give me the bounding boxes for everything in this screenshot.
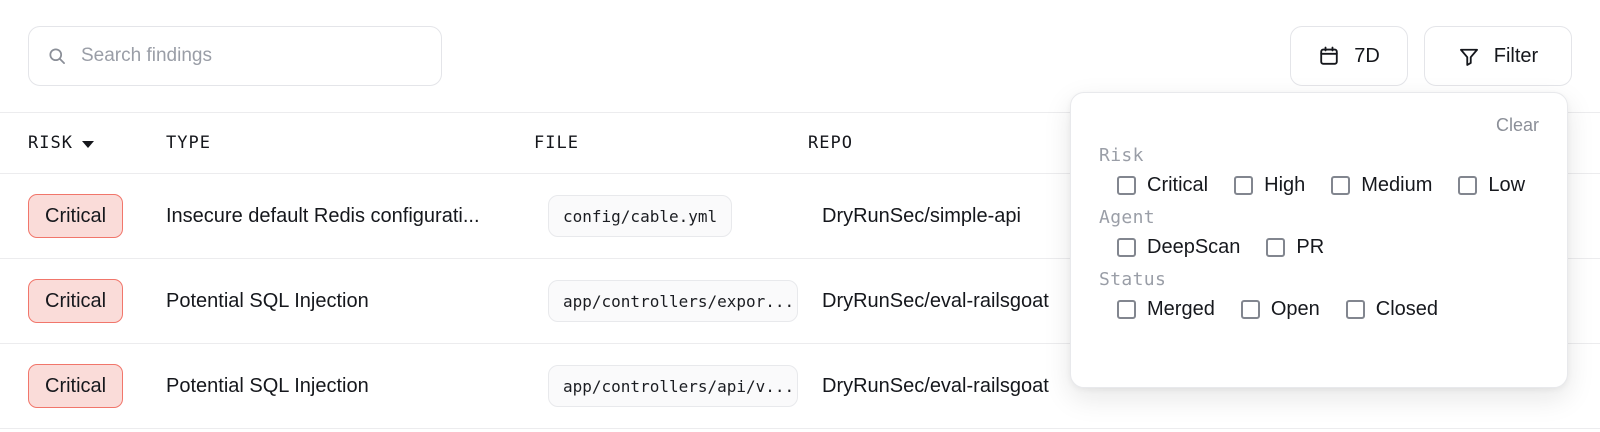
filter-group-agent: DeepScan PR [1099, 237, 1539, 257]
status-badge: Critical [28, 364, 124, 408]
filter-option-label: Medium [1361, 174, 1433, 196]
table-header-row: RISK TYPE FILE REPO [0, 112, 1600, 174]
cell-risk: Critical [28, 364, 166, 408]
toolbar-actions: 7D Filter [1290, 26, 1572, 86]
cell-type: Potential SQL Injection [166, 289, 369, 312]
filter-option-open[interactable]: Open [1240, 298, 1320, 320]
column-header-risk[interactable]: RISK [28, 133, 166, 153]
cell-repo: DryRunSec/eval-railsgoat [822, 374, 1049, 397]
column-header-file-label: FILE [534, 133, 580, 153]
filter-button[interactable]: Filter [1424, 26, 1572, 86]
cell-type: Insecure default Redis configurati... [166, 204, 480, 227]
filter-group-label-status: Status [1099, 269, 1167, 290]
checkbox-icon[interactable] [1117, 299, 1136, 319]
filter-button-label: Filter [1493, 45, 1539, 67]
file-path-chip: app/controllers/api/v... [548, 365, 798, 407]
checkbox-icon[interactable] [1117, 237, 1136, 257]
filter-option-label: Open [1270, 298, 1320, 320]
findings-table: RISK TYPE FILE REPO Critical Insecure de… [0, 112, 1600, 429]
filter-panel: Clear Risk Critical High Medium Low Agen… [1070, 92, 1568, 388]
filter-panel-header: Clear [1099, 111, 1539, 139]
column-header-type-label: TYPE [166, 133, 212, 153]
filter-group-status: Merged Open Closed [1099, 299, 1539, 319]
caret-down-icon [82, 140, 95, 148]
filter-group-label-risk: Risk [1099, 145, 1144, 166]
date-range-button[interactable]: 7D [1290, 26, 1408, 86]
checkbox-icon[interactable] [1240, 299, 1260, 319]
file-path-chip: app/controllers/expor... [548, 280, 798, 322]
filter-group-label-agent: Agent [1099, 207, 1155, 228]
checkbox-icon[interactable] [1234, 175, 1254, 195]
toolbar: 7D Filter [0, 0, 1600, 112]
column-header-risk-label: RISK [28, 133, 74, 153]
checkbox-icon[interactable] [1331, 175, 1351, 195]
cell-type: Potential SQL Injection [166, 374, 369, 397]
cell-risk: Critical [28, 194, 166, 238]
filter-group-risk: Critical High Medium Low [1099, 175, 1539, 195]
cell-repo: DryRunSec/eval-railsgoat [822, 289, 1049, 312]
status-badge: Critical [28, 279, 124, 323]
filter-option-pr[interactable]: PR [1266, 237, 1324, 257]
date-range-label: 7D [1354, 45, 1380, 67]
filter-option-high[interactable]: High [1234, 175, 1305, 195]
checkbox-icon[interactable] [1458, 175, 1478, 195]
file-path-chip: config/cable.yml [548, 195, 733, 237]
clear-filters-button[interactable]: Clear [1495, 114, 1539, 135]
checkbox-icon[interactable] [1345, 299, 1365, 319]
column-header-file[interactable]: FILE [534, 133, 808, 153]
cell-file: app/controllers/expor... [548, 280, 822, 322]
calendar-icon [1320, 46, 1338, 65]
filter-option-label: High [1264, 174, 1306, 196]
column-header-type[interactable]: TYPE [166, 133, 534, 153]
cell-risk: Critical [28, 279, 166, 323]
filter-option-label: Closed [1375, 298, 1439, 320]
search-input[interactable] [81, 45, 423, 67]
status-badge: Critical [28, 194, 124, 238]
filter-option-label: DeepScan [1147, 236, 1241, 258]
filter-option-low[interactable]: Low [1458, 175, 1525, 195]
filter-option-label: Low [1488, 174, 1526, 196]
table-row[interactable]: Critical Insecure default Redis configur… [0, 174, 1600, 259]
funnel-icon [1459, 48, 1478, 66]
column-header-repo[interactable]: REPO [808, 133, 1108, 153]
search-box[interactable] [28, 26, 442, 86]
filter-option-label: PR [1296, 236, 1325, 258]
cell-repo: DryRunSec/simple-api [822, 204, 1021, 227]
filter-option-deepscan[interactable]: DeepScan [1117, 237, 1240, 257]
cell-file: app/controllers/api/v... [548, 365, 822, 407]
filter-option-critical[interactable]: Critical [1117, 175, 1208, 195]
filter-option-merged[interactable]: Merged [1117, 299, 1215, 319]
table-row[interactable]: Critical Potential SQL Injection app/con… [0, 259, 1600, 344]
filter-option-medium[interactable]: Medium [1331, 175, 1432, 195]
filter-option-label: Merged [1147, 298, 1215, 320]
checkbox-icon[interactable] [1117, 175, 1136, 195]
checkbox-icon[interactable] [1266, 237, 1286, 257]
filter-option-label: Critical [1147, 174, 1209, 196]
column-header-repo-label: REPO [808, 133, 854, 153]
table-row[interactable]: Critical Potential SQL Injection app/con… [0, 344, 1600, 429]
search-icon [49, 48, 65, 64]
cell-file: config/cable.yml [548, 195, 822, 237]
filter-option-closed[interactable]: Closed [1345, 298, 1439, 320]
